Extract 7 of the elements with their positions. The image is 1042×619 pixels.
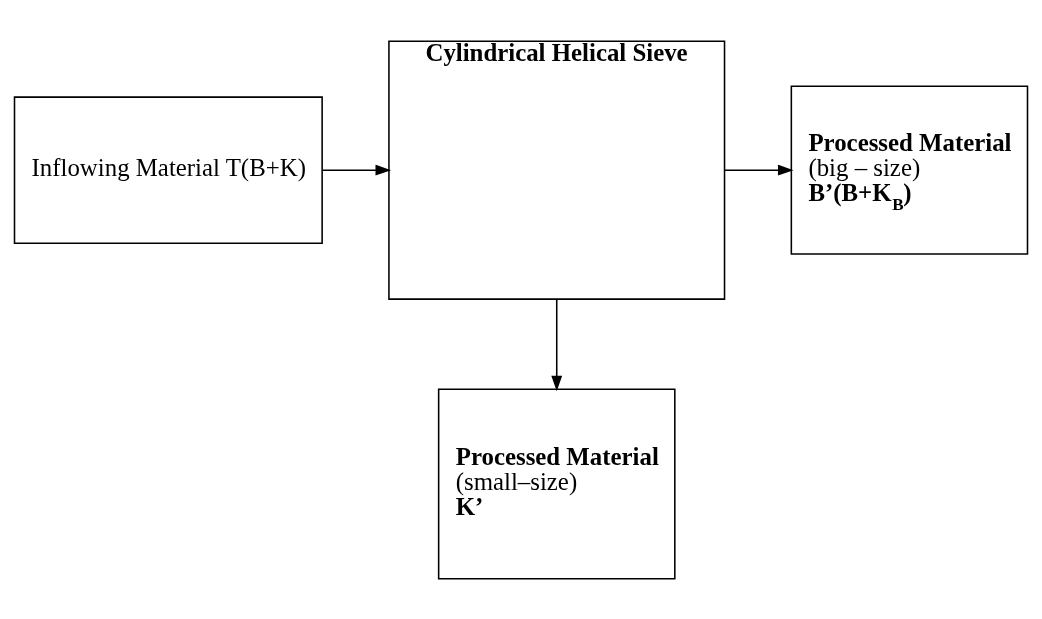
node-box: Processed Material (big – size) B’(B+K$_{B}$) (790, 85, 1029, 255)
node-box: Processed Material (small–size) K’ (437, 387, 676, 580)
arrow (551, 298, 563, 391)
arrow (724, 164, 794, 176)
node-box: Cylindrical Helical Sieve (388, 39, 726, 300)
node-box: Inflowing Material T(B+K) (13, 95, 323, 244)
arrow (321, 164, 392, 176)
